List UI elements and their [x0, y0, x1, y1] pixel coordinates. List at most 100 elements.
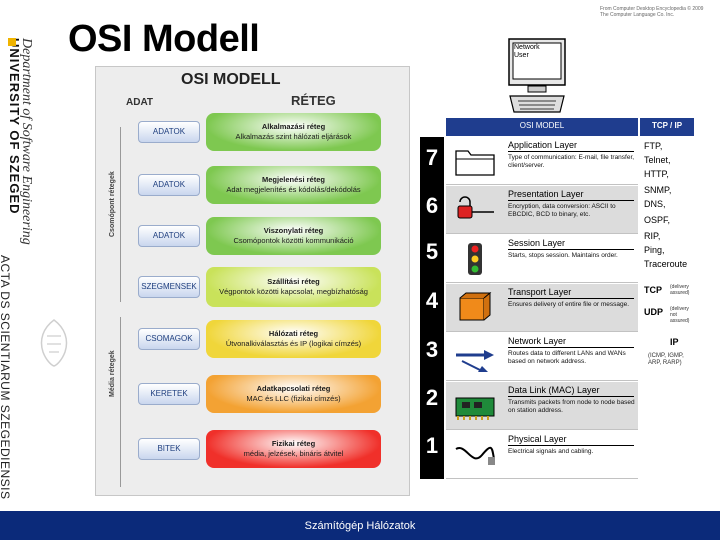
cable-icon: [455, 446, 495, 465]
network-user-label: Network User: [514, 44, 540, 59]
row-desc: Encryption, data conversion: ASCII to EB…: [508, 203, 616, 218]
lock-icon: [457, 196, 494, 219]
data-column-header: ADAT: [126, 97, 154, 108]
tcp-transport-note: (delivery assured): [670, 284, 690, 296]
tcp-network-protocol: IP: [670, 337, 679, 347]
title-bullet: [8, 38, 16, 46]
osi-row-presentation: Presentation Layer Encryption, data conv…: [446, 186, 638, 234]
slide-title: OSI Modell: [68, 18, 260, 60]
lower-group-line: [120, 317, 121, 487]
osi-model-header: OSI MODEL: [446, 118, 638, 136]
tcp-network-subprotocols: (ICMP, IGMP, ARP, RARP): [648, 353, 684, 366]
layer-number-4: 4: [425, 288, 439, 313]
tcp-app-protocol: RIP,: [644, 231, 661, 241]
layer-number-column: 7 6 5 4 3 2 1: [420, 137, 444, 479]
university-branding: Department of Software Engineering UNIVE…: [0, 30, 60, 499]
computer-icon: [508, 38, 566, 113]
row-desc: Electrical signals and cabling.: [508, 448, 594, 455]
row-desc: Transmits packets from node to node base…: [508, 399, 635, 414]
copyright-note: From Computer Desktop Encyclopedia © 200…: [600, 6, 704, 18]
tcp-app-protocol: Traceroute: [644, 259, 688, 269]
layer-desc: Adat megjelenítés és kódolás/dekódolás: [226, 185, 361, 194]
row-underline: [508, 200, 634, 201]
upper-group-line: [120, 127, 121, 302]
row-name: Transport Layer: [508, 287, 572, 297]
osi-row-physical: Physical Layer Electrical signals and ca…: [446, 431, 638, 479]
osi-row-session: Session Layer Starts, stops session. Mai…: [446, 235, 638, 283]
network-card-icon: [455, 397, 495, 420]
university-label: UNIVERSITY OF SZEGED: [7, 38, 22, 215]
routing-arrows-icon: [456, 350, 494, 372]
row-name: Session Layer: [508, 238, 566, 248]
layer-name: Alkalmazási réteg: [261, 122, 326, 131]
row-underline: [508, 249, 634, 250]
row-underline: [508, 347, 634, 348]
row-name: Physical Layer: [508, 434, 567, 444]
row-desc: Starts, stops session. Maintains order.: [508, 252, 618, 259]
traffic-light-icon: [468, 243, 482, 275]
tcp-ip-header: TCP / IP: [640, 118, 694, 136]
udp-transport-protocol: UDP: [644, 307, 664, 317]
layer-number-2: 2: [425, 385, 439, 410]
row-desc: Type of communication: E-mail, file tran…: [508, 154, 635, 169]
layer-desc: Csomópontok közötti kommunikáció: [233, 236, 354, 245]
tcp-app-protocol: SNMP,: [644, 185, 672, 195]
row-name: Application Layer: [508, 140, 578, 150]
footer-bar: Számítógép Hálózatok: [0, 511, 720, 540]
data-unit-6: ADATOK: [138, 174, 200, 196]
row-underline: [508, 445, 634, 446]
data-unit-4: SZEGMENSEK: [138, 276, 200, 298]
layer-number-7: 7: [425, 145, 439, 170]
row-name: Presentation Layer: [508, 189, 584, 199]
tcp-app-protocol: OSPF,: [644, 215, 671, 225]
diagram-title: OSI MODELL: [181, 71, 281, 88]
osi-row-application: Application Layer Type of communication:…: [446, 137, 638, 185]
tcp-app-protocol: HTTP,: [644, 169, 669, 179]
data-unit-2: KERETEK: [138, 383, 200, 405]
university-motto: ACTA DS SCIENTIARUM SZEGEDIENSIS: [0, 255, 12, 500]
data-unit-5: ADATOK: [138, 225, 200, 247]
osi-row-transport: Transport Layer Ensures delivery of enti…: [446, 284, 638, 332]
row-name: Network Layer: [508, 336, 567, 346]
tcp-app-protocol: Telnet,: [644, 155, 671, 165]
layer-column-header: RÉTEG: [291, 93, 336, 108]
layer-name: Adatkapcsolati réteg: [256, 384, 331, 393]
layer-desc: Útvonalkiválasztás és IP (logikai címzés…: [225, 339, 362, 348]
layer-1-box: Fizikai réteg média, jelzések, bináris á…: [206, 430, 381, 468]
layer-3-box: Hálózati réteg Útvonalkiválasztás és IP …: [206, 320, 381, 358]
lower-layers-label: Média rétegek: [109, 350, 116, 397]
tcp-app-protocol: FTP,: [644, 141, 663, 151]
upper-layers-label: Csomópont rétegek: [109, 171, 116, 237]
layer-name: Szállítási réteg: [267, 277, 320, 286]
data-unit-7: ADATOK: [138, 121, 200, 143]
osi-row-datalink: Data Link (MAC) Layer Transmits packets …: [446, 382, 638, 430]
layer-desc: média, jelzések, bináris átvitel: [243, 449, 344, 458]
layer-number-1: 1: [425, 433, 439, 458]
osi-diagram-panel: OSI MODELL ADAT RÉTEG Csomópont rétegek …: [95, 66, 410, 496]
layer-4-box: Szállítási réteg Végpontok közötti kapcs…: [206, 267, 381, 307]
tcp-transport-protocol: TCP: [644, 285, 662, 295]
layer-desc: Alkalmazás szint hálózati eljárások: [235, 132, 352, 141]
data-unit-3: CSOMAGOK: [138, 328, 200, 350]
layer-7-box: Alkalmazási réteg Alkalmazás szint hálóz…: [206, 113, 381, 151]
package-icon: [459, 292, 492, 321]
osi-row-network: Network Layer Routes data to different L…: [446, 333, 638, 381]
data-unit-1: BITEK: [138, 438, 200, 460]
layer-number-6: 6: [425, 193, 439, 218]
university-seal-icon: [40, 319, 68, 367]
tcp-ip-column: FTP, Telnet, HTTP, SNMP, DNS, OSPF, RIP,…: [640, 137, 694, 479]
tcp-app-protocol: DNS,: [644, 199, 666, 209]
row-desc: Routes data to different LANs and WANs b…: [508, 350, 626, 365]
row-underline: [508, 298, 634, 299]
row-underline: [508, 396, 634, 397]
layer-number-5: 5: [425, 239, 439, 264]
layer-2-box: Adatkapcsolati réteg MAC és LLC (fizikai…: [206, 375, 381, 413]
layer-name: Fizikai réteg: [271, 439, 316, 448]
layer-name: Hálózati réteg: [268, 329, 319, 338]
row-underline: [508, 151, 634, 152]
layer-number-3: 3: [425, 337, 439, 362]
folder-icon: [455, 150, 495, 176]
layer-desc: MAC és LLC (fizikai címzés): [246, 394, 341, 403]
udp-transport-note: (delivery not assured): [670, 306, 690, 324]
tcp-app-protocol: Ping,: [644, 245, 665, 255]
